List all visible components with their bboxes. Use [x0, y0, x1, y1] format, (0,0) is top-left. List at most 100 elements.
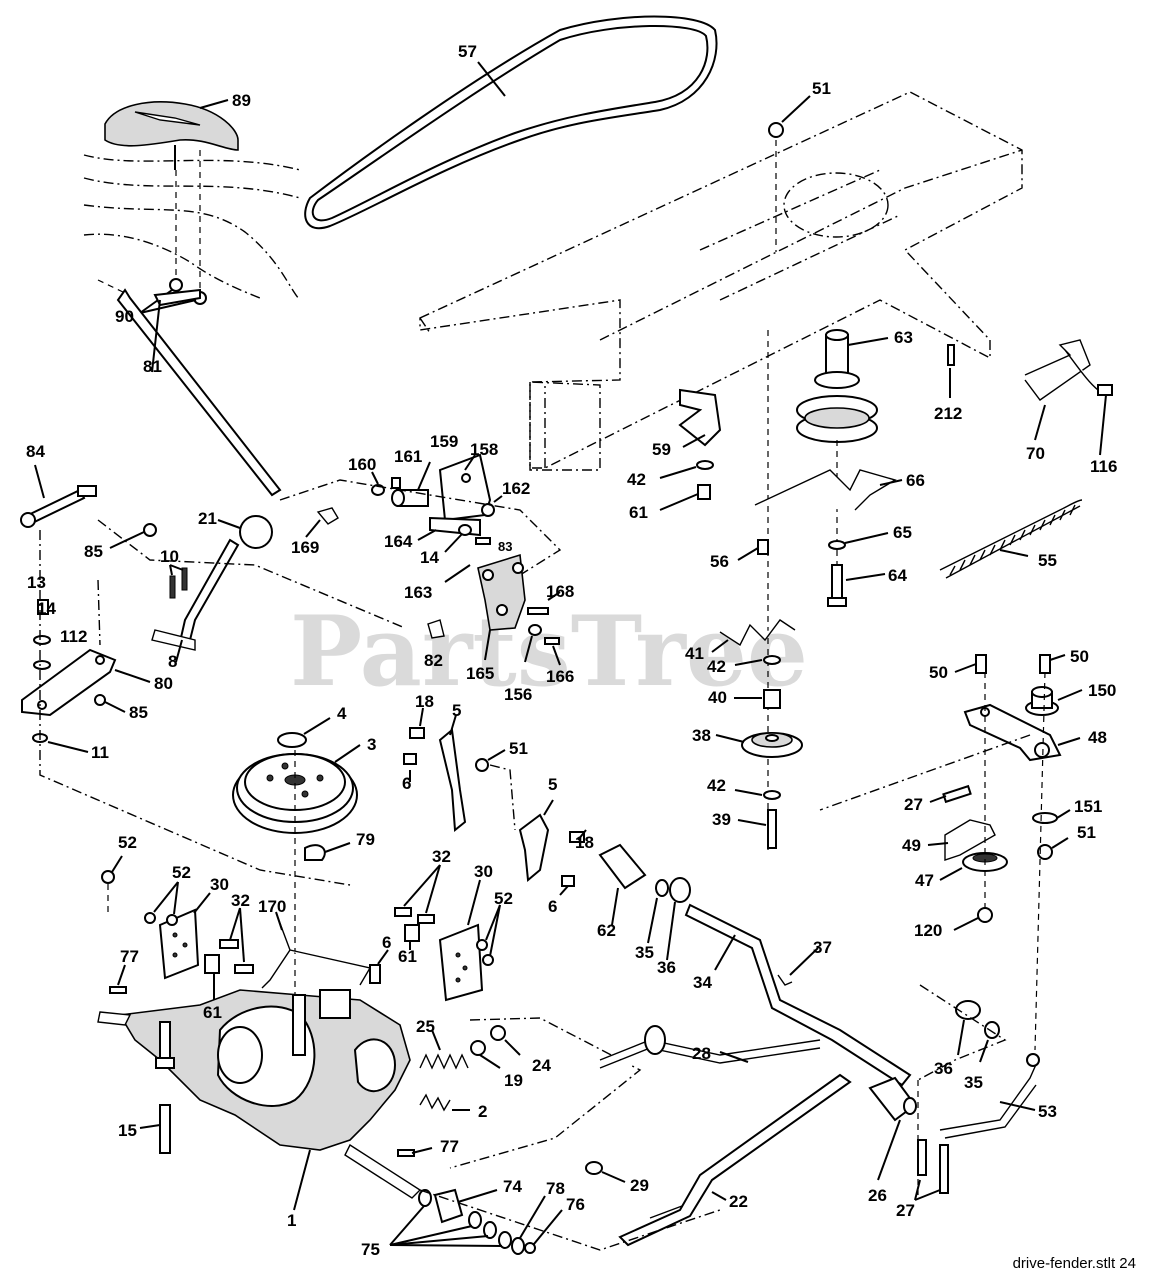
part-40-bushing [734, 689, 781, 709]
callout-52-pair-left: 52 [172, 863, 191, 882]
part-14-washer-center [444, 524, 472, 553]
part-32-bolts-right [394, 864, 441, 924]
callout-18-right: 18 [575, 833, 594, 852]
callout-32-left: 32 [231, 891, 250, 910]
callout-3: 3 [367, 735, 376, 754]
callout-53: 53 [1038, 1102, 1057, 1121]
callout-11: 11 [91, 743, 109, 762]
part-61-bolt-a [659, 484, 711, 511]
tractor-frame [419, 91, 1023, 471]
callout-159: 159 [430, 432, 458, 451]
callout-170: 170 [258, 897, 286, 916]
callout-85-lower: 85 [129, 703, 148, 722]
callout-49: 49 [902, 836, 921, 855]
callout-79: 79 [356, 830, 375, 849]
part-49-bracket [927, 819, 996, 861]
callout-74: 74 [503, 1177, 522, 1196]
callout-151: 151 [1074, 797, 1102, 816]
callout-50-right: 50 [1070, 647, 1089, 666]
callout-42-b: 42 [707, 657, 726, 676]
part-169-clip [305, 507, 339, 538]
callout-29: 29 [630, 1176, 649, 1195]
part-62-bushing [598, 843, 647, 926]
callout-24: 24 [532, 1056, 551, 1075]
part-120-nut [953, 907, 993, 931]
part-81-shaft [97, 279, 282, 497]
callout-39: 39 [712, 810, 731, 829]
part-14-washer-left [33, 635, 51, 645]
callout-161: 161 [394, 447, 422, 466]
part-27-bolts-lower [914, 1139, 949, 1201]
callout-83: 83 [498, 539, 512, 554]
callout-32-right: 32 [432, 847, 451, 866]
callout-61-a: 61 [629, 503, 648, 522]
callout-40: 40 [708, 688, 727, 707]
callout-6-center: 6 [382, 933, 391, 952]
callout-116: 116 [1090, 457, 1117, 476]
callout-30-right: 30 [474, 862, 493, 881]
callout-84: 84 [26, 442, 45, 461]
callout-59: 59 [652, 440, 671, 459]
part-61-bolt-b [204, 954, 220, 1000]
callout-163: 163 [404, 583, 432, 602]
part-24-nut [490, 1025, 521, 1056]
callout-8: 8 [168, 652, 177, 671]
callout-51-center: 51 [509, 739, 528, 758]
callout-57: 57 [458, 42, 477, 61]
part-21-knob [217, 515, 273, 549]
part-90-nuts [139, 150, 207, 314]
part-53-rod [939, 1053, 1040, 1139]
callout-70: 70 [1026, 444, 1045, 463]
callout-19: 19 [504, 1071, 523, 1090]
callout-25: 25 [416, 1017, 435, 1036]
callout-77-right: 77 [440, 1137, 459, 1156]
callout-63: 63 [894, 328, 913, 347]
part-13-bolt [37, 599, 49, 615]
callout-160: 160 [348, 455, 376, 474]
part-51-nut-top [768, 95, 811, 252]
callout-13: 13 [27, 573, 46, 592]
part-89-fender-cover [104, 99, 239, 170]
part-162-nut [481, 495, 503, 517]
part-35-washer-left [647, 879, 669, 944]
part-51-nut-center [475, 749, 516, 831]
callout-18-left: 18 [415, 692, 434, 711]
part-50-bolt-right [1039, 654, 1066, 674]
part-42-washer-b [734, 655, 781, 666]
callout-150: 150 [1088, 681, 1116, 700]
part-35-washer-right [979, 1021, 1000, 1063]
part-84-rod [20, 464, 97, 528]
callout-64: 64 [888, 566, 907, 585]
part-166-bolt [544, 637, 561, 666]
callout-27-lower: 27 [896, 1201, 915, 1220]
part-160-washer [371, 471, 385, 496]
part-66-spring-wire [754, 469, 903, 511]
part-15-bolt [139, 1021, 175, 1154]
part-77-key-left [109, 964, 127, 994]
callout-21: 21 [198, 509, 217, 528]
callout-168: 168 [546, 582, 574, 601]
callout-10: 10 [160, 547, 179, 566]
part-27-bolt-upper [929, 784, 972, 804]
part-25-spring [419, 1029, 469, 1070]
part-165-mount-bracket [477, 553, 526, 661]
part-79-key [304, 842, 351, 861]
part-57-drive-belt [304, 15, 718, 230]
part-30-bracket-right [438, 879, 484, 1002]
callout-22: 22 [729, 1192, 748, 1211]
callout-47: 47 [915, 871, 934, 890]
part-42-washer-a [659, 460, 714, 479]
part-75-washers [389, 1189, 512, 1249]
callout-50-left: 50 [929, 663, 948, 682]
part-30-bracket-left [158, 892, 211, 980]
callout-2: 2 [478, 1102, 487, 1121]
callout-labels: 57 89 51 90 81 63 212 70 116 84 85 21 10… [26, 42, 1117, 1259]
part-4-snap-ring [277, 717, 331, 748]
callout-42-a: 42 [627, 470, 646, 489]
callout-85-upper: 85 [84, 542, 103, 561]
callout-212: 212 [934, 404, 962, 423]
part-52-nuts-pair-left [144, 881, 179, 926]
callout-165: 165 [466, 664, 494, 683]
part-65-washer [828, 532, 889, 550]
